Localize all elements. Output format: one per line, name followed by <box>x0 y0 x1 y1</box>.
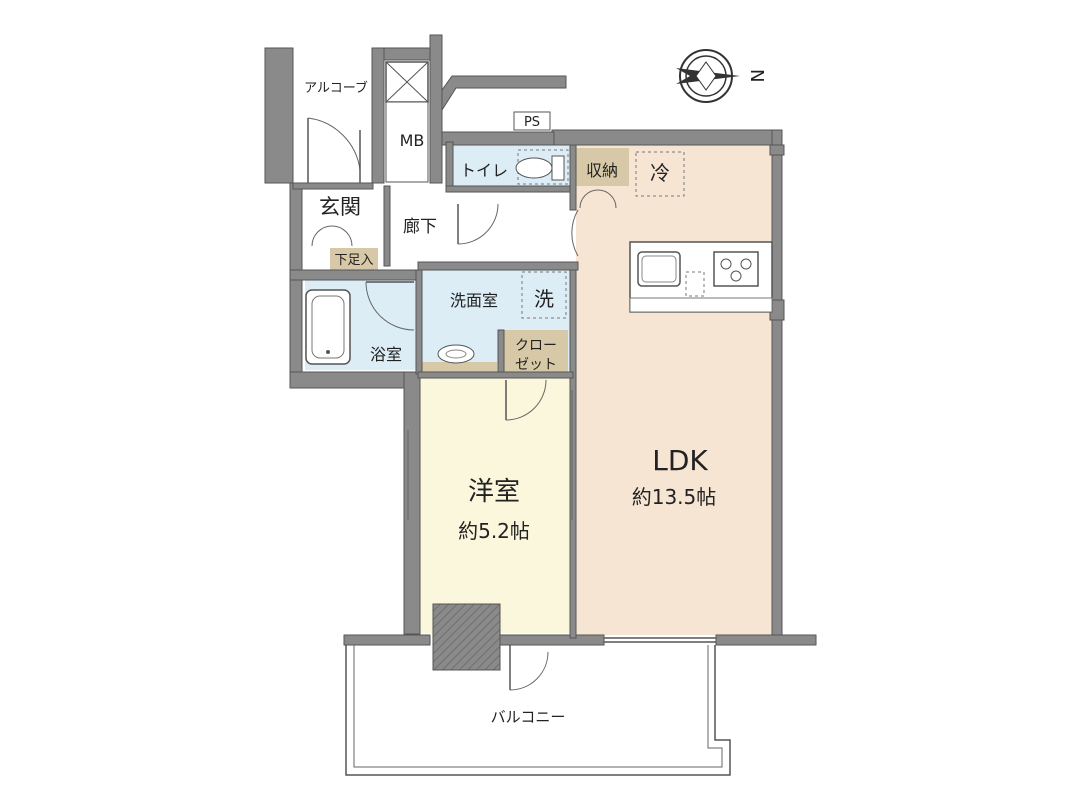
bedroom-label: 洋室 <box>468 477 520 507</box>
sen-label: 洗 <box>534 287 554 311</box>
ps-label: PS <box>524 115 540 130</box>
ldk-room <box>576 145 772 635</box>
shoebox-label: 下足入 <box>334 253 373 268</box>
shoe-cabinet <box>330 248 378 270</box>
fridge-space <box>635 151 685 197</box>
genkan-label: 玄関 <box>319 195 361 219</box>
balcony-label: バルコニー <box>491 708 566 726</box>
senmenshitsu-label: 洗面室 <box>450 291 498 310</box>
ldk-label: LDK <box>652 444 708 477</box>
alcove-label: アルコーブ <box>304 80 368 96</box>
storage-closet <box>575 148 629 186</box>
washing-machine-space <box>521 271 567 319</box>
walls <box>264 34 817 671</box>
yokushitsu-label: 浴室 <box>370 345 402 364</box>
ldk-size-label: 約13.5帖 <box>632 485 717 509</box>
ps-box <box>513 111 551 131</box>
compass-north-icon <box>676 49 740 103</box>
closet-label-line2: ゼット <box>515 357 557 373</box>
bathtub-icon <box>305 289 351 365</box>
toilet-icon <box>515 149 569 185</box>
kitchen-counter <box>629 241 773 313</box>
bedroom-size-label: 約5.2帖 <box>458 519 530 543</box>
rouka-label: 廊下 <box>403 217 437 237</box>
mb-box <box>385 61 429 183</box>
bedroom-room <box>420 378 570 633</box>
balcony-area <box>345 645 731 776</box>
washbasin-icon <box>437 344 475 364</box>
walk-in-closet <box>502 330 568 376</box>
rei-label: 冷 <box>650 161 670 185</box>
closet-label-line1: クロー <box>515 338 557 354</box>
compass-label: N <box>746 69 767 82</box>
toilet-label: トイレ <box>460 161 508 180</box>
door-swings <box>307 117 716 691</box>
mb-label: MB <box>400 131 425 150</box>
shuno-label: 収納 <box>586 161 618 180</box>
sink-icon <box>637 251 681 287</box>
stove-icon <box>713 251 759 287</box>
